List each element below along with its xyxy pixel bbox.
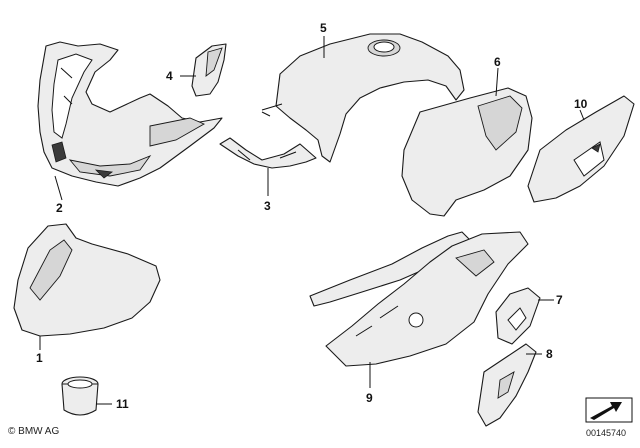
part-6-side-panel[interactable] bbox=[401, 87, 533, 217]
callout-10: 10 bbox=[574, 97, 588, 111]
part-5-tank-cover[interactable] bbox=[261, 33, 465, 163]
part-10-rear-cover[interactable] bbox=[527, 95, 635, 203]
part-7-cover[interactable] bbox=[495, 287, 541, 345]
document-number: 00145740 bbox=[586, 428, 627, 438]
callout-layer bbox=[39, 36, 585, 405]
callout-3: 3 bbox=[264, 199, 271, 213]
callout-1: 1 bbox=[36, 351, 43, 365]
callout-5: 5 bbox=[320, 21, 327, 35]
part-4-bracket[interactable] bbox=[191, 43, 227, 97]
callout-11: 11 bbox=[116, 397, 129, 411]
direction-arrow-icon bbox=[585, 397, 633, 423]
callout-6: 6 bbox=[494, 55, 501, 69]
part-11-grommet[interactable] bbox=[61, 376, 99, 416]
callout-4: 4 bbox=[166, 69, 173, 83]
part-3-lower-trim[interactable] bbox=[219, 137, 317, 169]
callout-2: 2 bbox=[56, 201, 63, 215]
callout-7: 7 bbox=[556, 293, 563, 307]
part-1-seat-cover[interactable] bbox=[13, 223, 161, 337]
part-8-cover[interactable] bbox=[477, 343, 537, 427]
callout-8: 8 bbox=[546, 347, 553, 361]
callout-9: 9 bbox=[366, 391, 373, 405]
copyright-label: © BMW AG bbox=[8, 426, 60, 437]
part-2-front-fairing[interactable] bbox=[37, 41, 223, 187]
part-9-belly-pan[interactable] bbox=[309, 231, 529, 367]
